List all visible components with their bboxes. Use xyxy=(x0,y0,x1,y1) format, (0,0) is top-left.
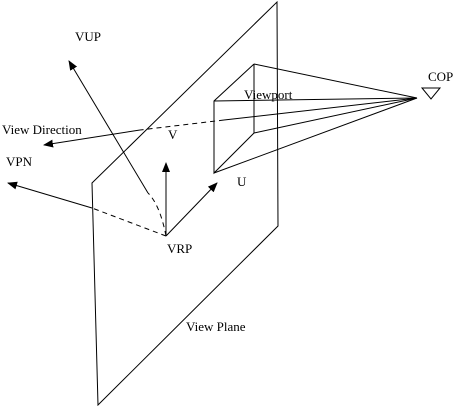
view-direction-arrow xyxy=(43,129,141,148)
u-label: U xyxy=(237,174,247,189)
viewport-bottom-edge xyxy=(213,97,418,174)
cop-marker-icon xyxy=(420,87,442,100)
v-label: V xyxy=(168,127,178,142)
viewport-top-edge xyxy=(213,97,418,102)
u-axis-arrow xyxy=(165,182,218,237)
viewport-back-bottom-edge xyxy=(253,97,418,134)
vpn-solid-arrow xyxy=(7,181,93,209)
view-direction-dashed xyxy=(139,119,225,131)
vpn-dashed-segment xyxy=(91,207,167,237)
vup-label: VUP xyxy=(75,29,101,44)
cop-label: COP xyxy=(428,69,453,84)
vpn-label: VPN xyxy=(6,154,33,169)
vrp-label: VRP xyxy=(167,241,192,256)
viewport-label: Viewport xyxy=(244,87,293,102)
view-direction-line xyxy=(223,97,418,121)
vup-dashed-curve xyxy=(147,192,167,237)
view-direction-label: View Direction xyxy=(2,122,82,137)
view-plane-label: View Plane xyxy=(186,319,246,334)
view-plane-outline xyxy=(91,0,279,406)
viewport-back-top-edge xyxy=(253,63,418,99)
vup-arrow xyxy=(68,60,149,194)
